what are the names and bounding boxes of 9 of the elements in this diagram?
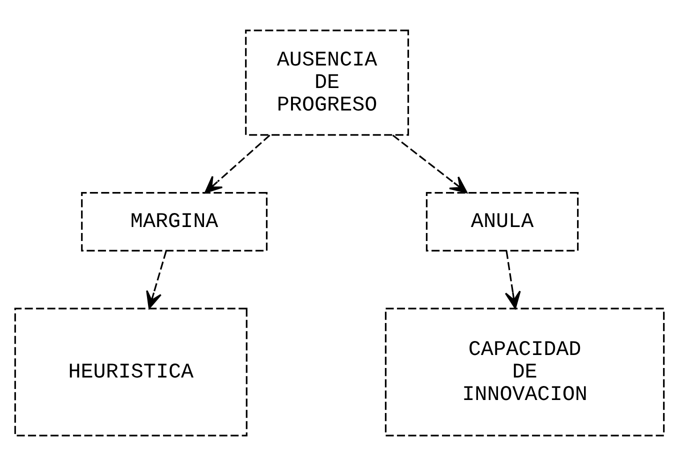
- arrow: [392, 134, 468, 194]
- node-box: MARGINA: [81, 192, 268, 252]
- arrow: [504, 250, 521, 309]
- node-box: CAPACIDAD DE INNOVACION: [384, 308, 665, 436]
- arrow: [204, 134, 270, 194]
- node-box: HEURISTICA: [14, 308, 248, 436]
- node-box: AUSENCIA DE PROGRESO: [245, 30, 410, 136]
- arrow: [146, 250, 167, 309]
- node-box: ANULA: [426, 192, 579, 252]
